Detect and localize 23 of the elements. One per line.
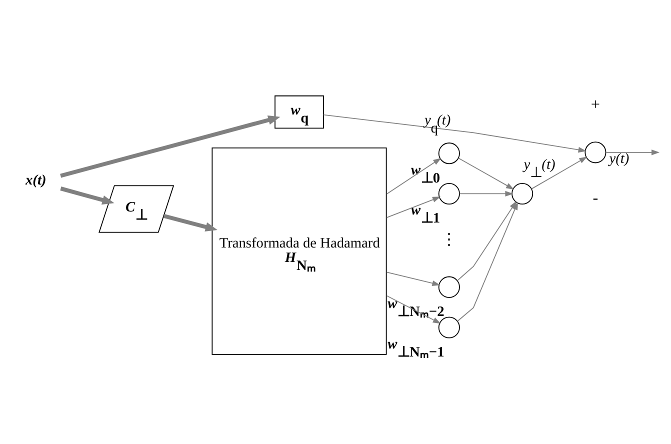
arrow: [60, 186, 114, 205]
arrow: [386, 295, 441, 324]
node-circle: [438, 142, 460, 164]
label: +: [590, 96, 600, 114]
arrow: [163, 214, 218, 232]
node-circle: [438, 182, 460, 204]
node-circle: [438, 316, 460, 338]
label: -: [592, 190, 598, 208]
node-circle: [584, 142, 606, 164]
arrow: [606, 150, 660, 156]
arrow: [323, 114, 586, 153]
node-text: x(t): [26, 172, 46, 189]
arrow: [386, 272, 440, 286]
arrow: [386, 196, 441, 218]
arrow: [531, 156, 588, 190]
arrow: [458, 158, 514, 190]
arrow: [60, 115, 280, 178]
arrow: [386, 158, 442, 194]
edge-label: y(t): [609, 151, 630, 168]
node-circle: [512, 182, 534, 204]
node-circle: [438, 276, 460, 298]
label: ⋮: [441, 231, 458, 248]
arrow: [459, 190, 514, 197]
